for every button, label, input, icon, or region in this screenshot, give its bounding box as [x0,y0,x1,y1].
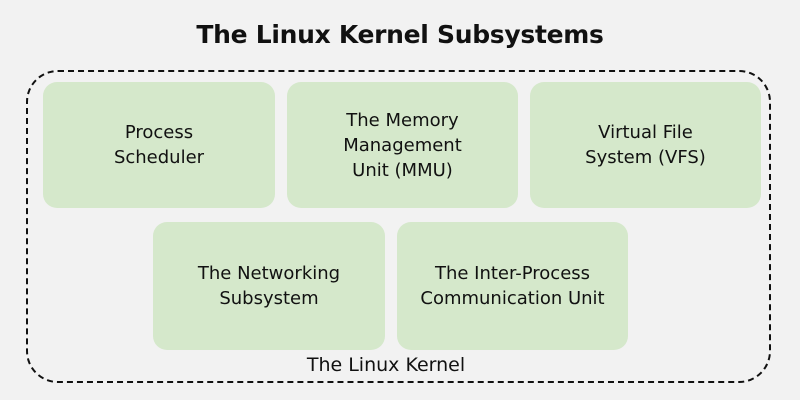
subsystem-label: The Inter-Process Communication Unit [420,263,605,309]
subsystem-networking: The Networking Subsystem [153,222,385,350]
subsystem-label: The Networking Subsystem [197,263,341,309]
subsystem-process-scheduler: Process Scheduler [43,82,275,208]
subsystem-memory-management-unit: The Memory Management Unit (MMU) [287,82,518,208]
diagram-title: The Linux Kernel Subsystems [196,20,604,49]
linux-kernel-container [26,70,771,383]
subsystem-label: The Memory Management Unit (MMU) [343,109,462,181]
subsystem-label: Virtual File System (VFS) [585,122,706,168]
subsystem-virtual-file-system: Virtual File System (VFS) [530,82,761,208]
linux-kernel-label: The Linux Kernel [236,354,536,376]
subsystem-label: Process Scheduler [113,122,205,168]
subsystem-inter-process-communication: The Inter-Process Communication Unit [397,222,628,350]
